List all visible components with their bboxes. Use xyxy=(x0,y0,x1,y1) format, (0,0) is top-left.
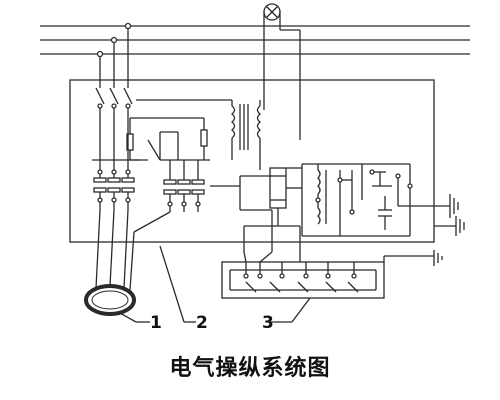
label-2: 2 xyxy=(196,313,208,333)
relay-block xyxy=(240,167,302,252)
transformer xyxy=(136,99,262,170)
ground-symbol-upper xyxy=(449,194,459,218)
main-switch xyxy=(95,87,133,160)
contactor-main-contacts xyxy=(92,159,140,210)
control-fuses xyxy=(126,117,208,161)
motor-coil-ring xyxy=(84,209,171,316)
indicator-lamp xyxy=(263,3,301,140)
ground-symbol-lower xyxy=(433,250,443,266)
label-leaders xyxy=(117,245,311,323)
contactor-second-contacts xyxy=(160,159,272,212)
power-bus xyxy=(40,25,470,55)
ground-symbol-middle xyxy=(434,216,465,236)
cabinet-frame xyxy=(69,79,435,243)
operation-panel xyxy=(221,226,434,299)
label-1: 1 xyxy=(150,313,162,333)
bus-drops xyxy=(96,22,132,88)
right-control-circuit xyxy=(301,163,450,237)
diagram-caption: 电气操纵系统图 xyxy=(169,356,331,381)
label-3: 3 xyxy=(262,313,274,333)
